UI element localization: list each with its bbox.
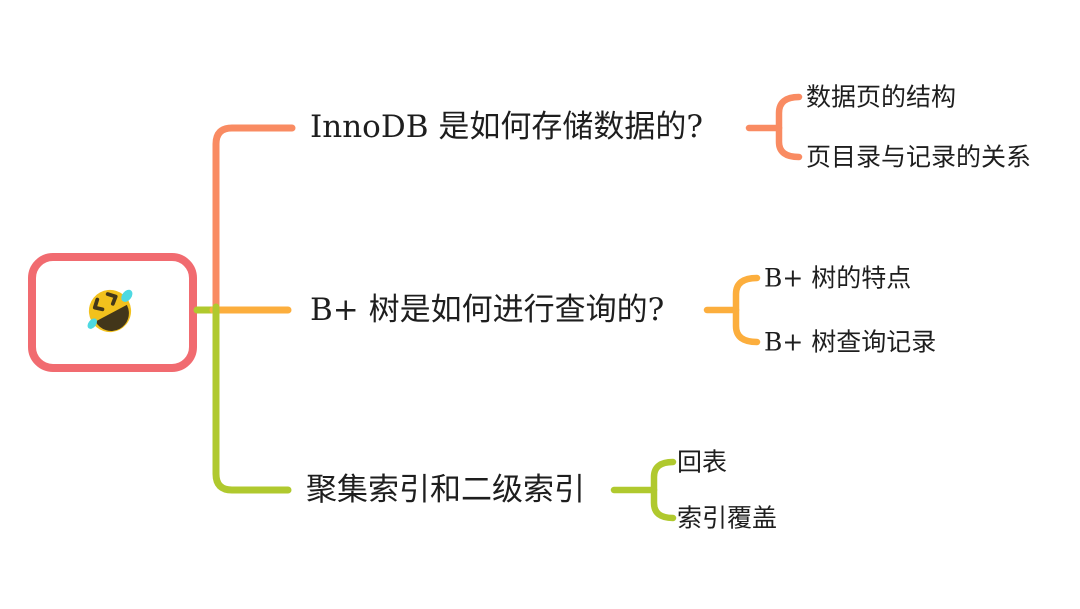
branch2-child1[interactable]: B+ 树的特点	[764, 263, 912, 293]
branch3-child2[interactable]: 索引覆盖	[677, 503, 778, 533]
branch3-child1[interactable]: 回表	[677, 447, 728, 477]
branch1-topic[interactable]: InnoDB 是如何存储数据的?	[310, 108, 703, 145]
branch1-child1[interactable]: 数据页的结构	[806, 82, 957, 112]
branch1-line	[212, 124, 296, 317]
branch2-topic[interactable]: B+ 树是如何进行查询的?	[310, 291, 665, 328]
branch1-children-brace	[775, 93, 803, 161]
branch3-children-brace	[650, 458, 677, 522]
branch1-child2[interactable]: 页目录与记录的关系	[806, 142, 1032, 172]
rofl-emoji-icon[interactable]	[83, 284, 137, 338]
branch2-child2[interactable]: B+ 树查询记录	[764, 327, 937, 357]
branch3-topic[interactable]: 聚集索引和二级索引	[306, 471, 585, 508]
branch3-line	[212, 303, 292, 494]
branch2-children-brace	[732, 274, 761, 346]
